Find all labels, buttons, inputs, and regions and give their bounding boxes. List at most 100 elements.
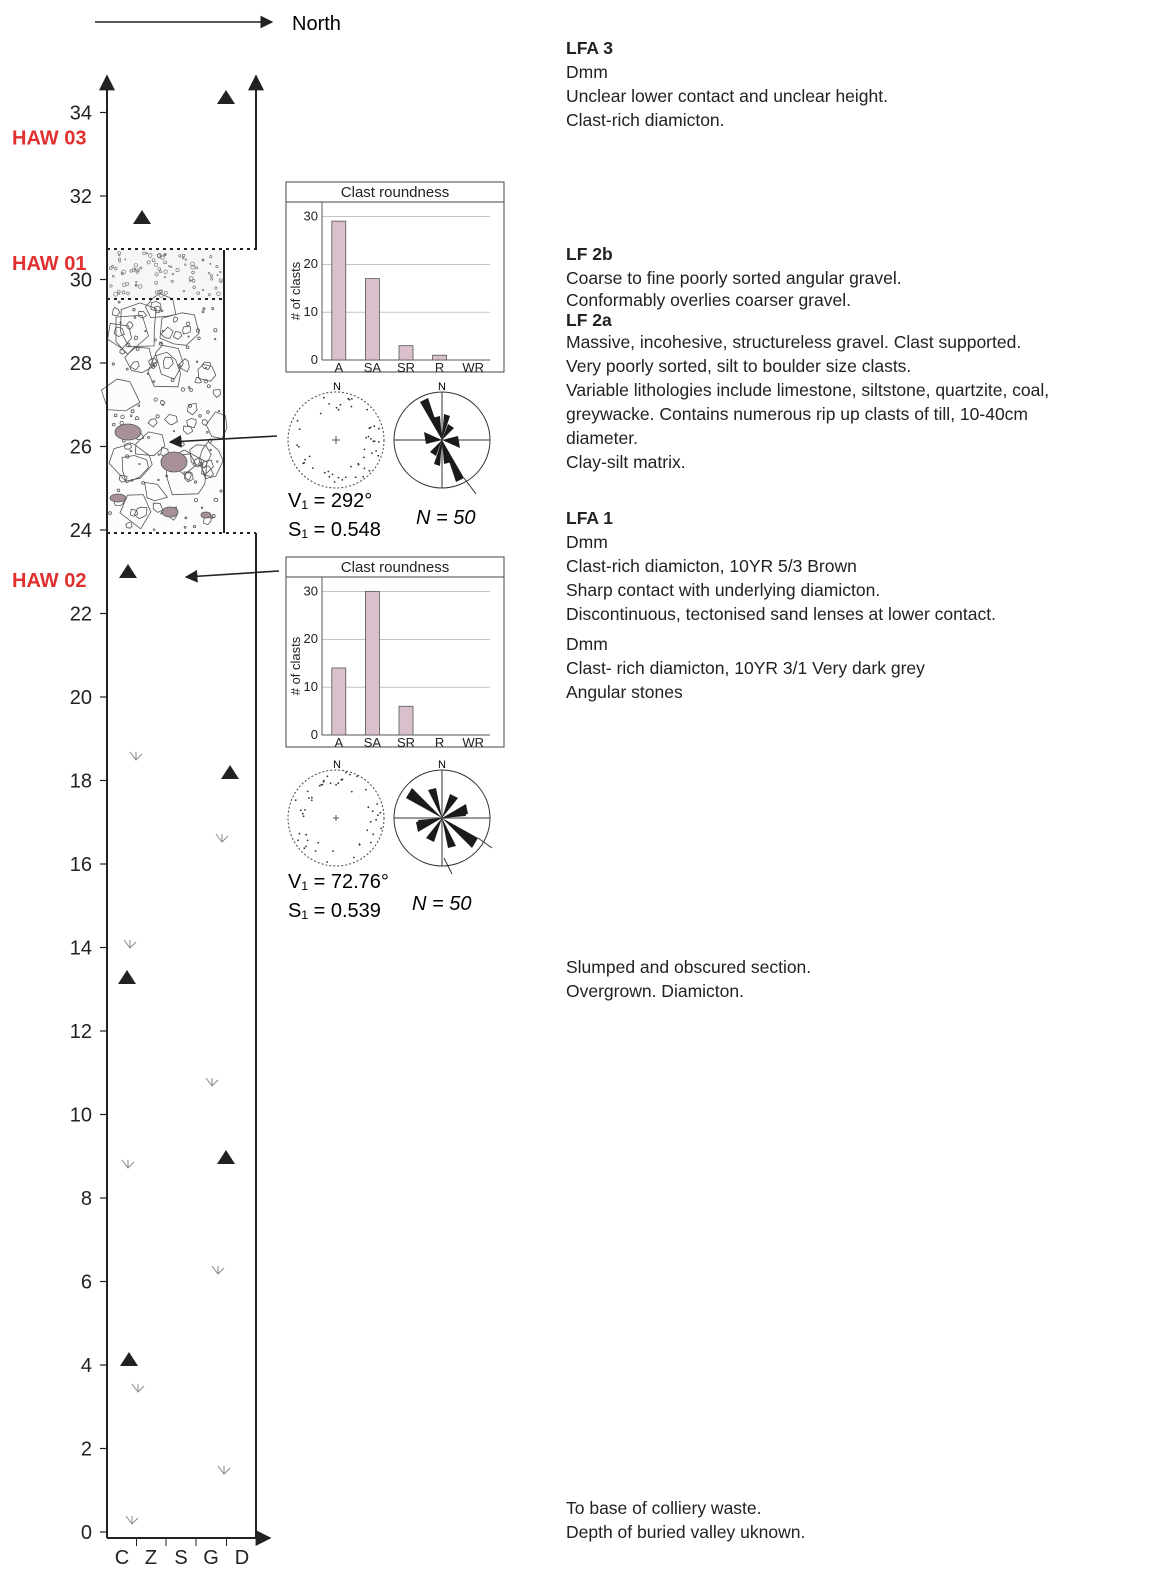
gravel-clast xyxy=(213,497,219,503)
gravel-clast xyxy=(148,253,153,258)
gravel-clast xyxy=(201,258,205,262)
gravel-clast xyxy=(129,449,133,453)
fabric-point xyxy=(323,779,325,782)
chart-category-label: WR xyxy=(462,735,484,750)
gravel-clast xyxy=(124,346,154,374)
fabric-point xyxy=(362,456,365,459)
gravel-clast xyxy=(197,336,201,341)
fabric-upper: N N V₁ = 292° S₁ = 0.548 xyxy=(287,381,491,541)
gravel-clast xyxy=(203,379,208,384)
gravel-clast xyxy=(135,270,139,274)
fabric-point xyxy=(378,441,380,443)
description-line: To base of colliery waste. xyxy=(566,1498,762,1518)
gravel-clast xyxy=(146,372,149,375)
fabric-upper-v1: V₁ = 292° xyxy=(288,490,372,512)
rose-diagram-upper: N xyxy=(393,381,491,495)
gravel-clast xyxy=(125,521,133,529)
gravel-clast xyxy=(134,268,136,271)
chart-bar xyxy=(398,705,414,736)
fabric-point xyxy=(327,470,330,473)
gravel-clast xyxy=(125,454,130,459)
fabric-point xyxy=(310,799,313,802)
gravel-clast xyxy=(182,253,186,258)
chart-category-label: SA xyxy=(364,360,382,375)
fabric-point xyxy=(328,403,330,405)
fabric-point xyxy=(358,843,361,846)
gravel-clast xyxy=(133,263,138,268)
description-line: Clay-silt matrix. xyxy=(566,452,686,472)
gravel-clast xyxy=(159,312,200,346)
description-line: Slumped and obscured section. xyxy=(566,957,812,977)
gravel-clast xyxy=(195,328,200,333)
gravel-clast xyxy=(177,364,182,369)
fabric-point xyxy=(308,455,311,458)
fabric-point xyxy=(345,771,347,774)
gravel-clast xyxy=(134,431,166,457)
description-lower-dmm: Dmm Clast- rich diamicton, 10YR 3/1 Very… xyxy=(566,632,925,704)
gravel-clast xyxy=(155,290,159,294)
gravel-unit-lf2b xyxy=(108,250,224,299)
fabric-point xyxy=(308,797,310,799)
fabric-point xyxy=(314,850,317,852)
fabric-point xyxy=(371,810,374,812)
fabric-point xyxy=(323,396,325,399)
description-line: greywacke. Contains numerous rip up clas… xyxy=(566,404,1029,424)
gravel-clast xyxy=(147,351,181,388)
height-tick-label: 22 xyxy=(70,604,92,626)
gravel-clast xyxy=(121,290,126,295)
gravel-clast xyxy=(216,274,219,277)
gravel-clast xyxy=(202,307,206,311)
chart-bar xyxy=(365,590,380,736)
gravel-clast xyxy=(118,474,128,483)
fabric-point xyxy=(341,479,344,481)
gravel-clast xyxy=(153,305,161,314)
chart-category-label: R xyxy=(435,360,444,375)
gravel-clast xyxy=(168,265,171,268)
gravel-clast xyxy=(190,264,195,270)
gravel-clast xyxy=(125,342,131,348)
unit-title: LFA 1 xyxy=(566,508,613,528)
stereonet-upper: N xyxy=(287,381,385,489)
fabric-point xyxy=(365,436,367,439)
gravel-clast xyxy=(118,253,121,257)
gravel-clast xyxy=(117,292,121,295)
gravel-clast xyxy=(160,326,174,339)
gravel-clast xyxy=(125,367,129,371)
gravel-clast xyxy=(209,262,212,265)
rip-up-till-clasts xyxy=(109,423,212,519)
chart-ytick-label: 30 xyxy=(304,583,318,598)
gravel-clast xyxy=(111,274,115,278)
unit-boundaries xyxy=(107,248,256,534)
gravel-clast xyxy=(206,384,211,389)
gravel-clast xyxy=(133,335,139,341)
fabric-point xyxy=(368,427,371,430)
height-tick-label: 16 xyxy=(70,854,92,876)
description-line: Sharp contact with underlying diamicton. xyxy=(566,580,881,600)
gravel-clast xyxy=(196,291,200,295)
gravel-clast xyxy=(163,253,167,257)
chart-ytick-label: 20 xyxy=(304,631,318,646)
gravel-clast xyxy=(214,286,218,290)
gravel-clast xyxy=(129,269,133,273)
gravel-clast xyxy=(120,272,124,275)
fabric-point xyxy=(302,462,305,465)
gravel-clast xyxy=(147,435,151,439)
fabric-point xyxy=(329,782,332,785)
gravel-clast xyxy=(112,306,121,317)
height-tick-label: 6 xyxy=(81,1272,92,1294)
fabric-point xyxy=(305,833,308,836)
fabric-point xyxy=(335,406,338,409)
rose-north-label: N xyxy=(438,381,446,393)
gravel-clast xyxy=(118,260,121,263)
fabric-upper-n: N = 50 xyxy=(416,507,475,529)
gravel-clast xyxy=(198,414,202,418)
chart-category-label: SR xyxy=(397,360,415,375)
gravel-clast xyxy=(124,258,127,261)
fabric-point xyxy=(317,841,320,844)
description-line: Clast-rich diamicton. xyxy=(566,110,725,130)
fabric-point xyxy=(366,829,369,832)
gravel-clast xyxy=(130,508,139,517)
grain-size-label: G xyxy=(203,1547,219,1569)
